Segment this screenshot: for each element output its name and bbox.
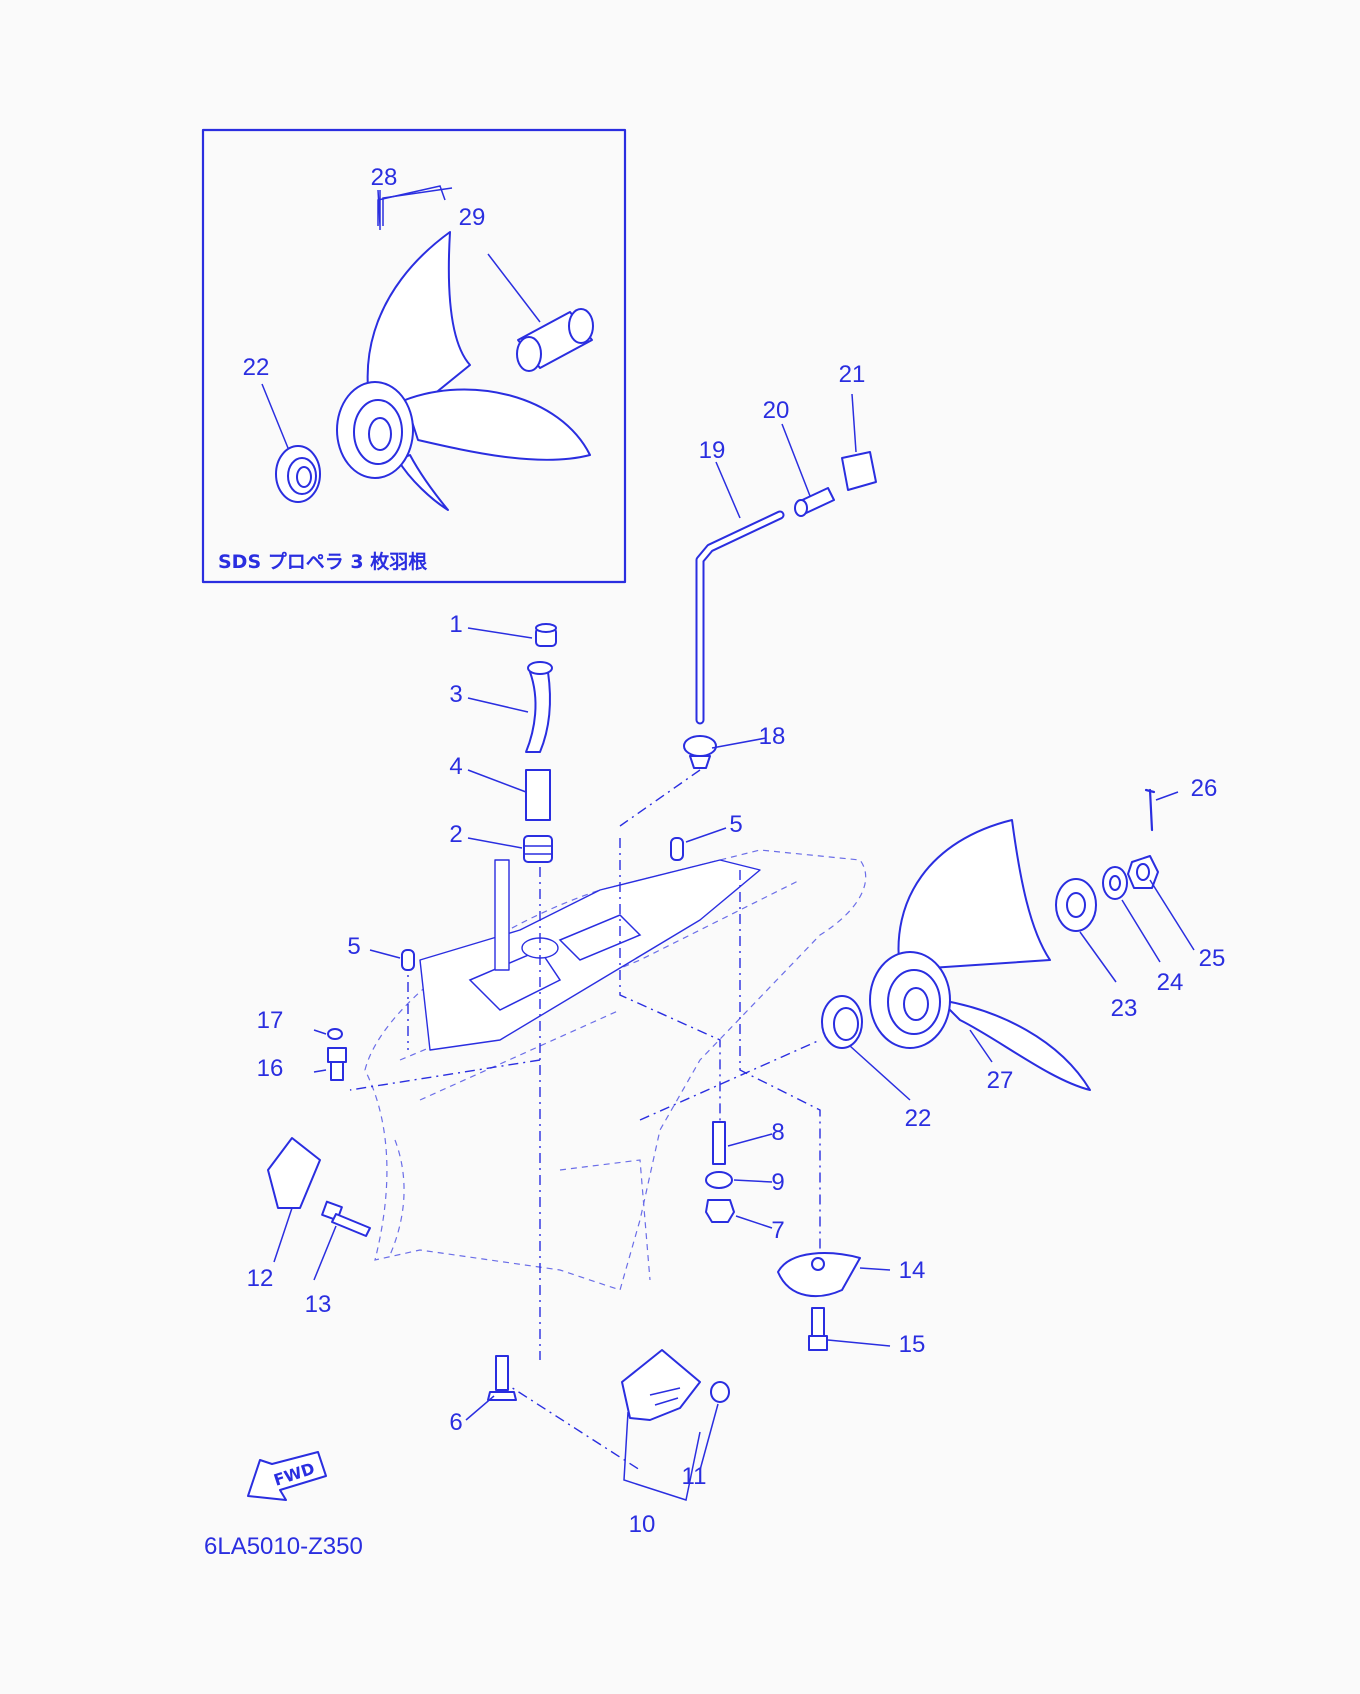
callout-27: 27 <box>987 1067 1014 1094</box>
part-17-o-ring <box>327 1028 343 1040</box>
callout-numbers: 1 3 4 2 5 5 17 16 19 20 21 18 26 25 24 2… <box>247 361 1226 1538</box>
inset-caption: SDS プロペラ 3 枚羽根 <box>218 550 427 573</box>
callout-20: 20 <box>763 397 790 424</box>
inset-sds-propeller: 28 29 22 SDS プロペラ 3 枚羽根 <box>201 128 627 584</box>
callout-7: 7 <box>771 1217 784 1244</box>
inset-frame <box>201 128 627 584</box>
callout-25: 25 <box>1199 945 1226 972</box>
callout-24: 24 <box>1157 969 1184 996</box>
part-26-cotter-pin <box>1144 788 1156 832</box>
part-13-bolt <box>321 1200 371 1237</box>
part-24-washer <box>1102 866 1128 900</box>
inset-propeller <box>336 231 591 511</box>
callout-3: 3 <box>449 681 462 708</box>
part-5-pin-left <box>401 949 415 971</box>
callout-22: 22 <box>905 1105 932 1132</box>
leader-lines <box>273 393 1195 1501</box>
inset-callout-29: 29 <box>459 204 486 231</box>
part-23-thrust-washer <box>1055 878 1097 932</box>
part-21-clip <box>841 451 877 491</box>
callout-23: 23 <box>1111 995 1138 1022</box>
inset-callout-22: 22 <box>243 354 270 381</box>
inset-part-29-sleeve <box>516 308 594 372</box>
part-20-spacer <box>794 487 835 517</box>
callout-12: 12 <box>247 1265 274 1292</box>
assembly-lines <box>349 769 821 1471</box>
part-7-nut <box>705 1199 735 1223</box>
part-3-hose <box>525 661 553 753</box>
part-14-trim-tab <box>777 1252 861 1298</box>
callout-10: 10 <box>629 1511 656 1538</box>
lower-case-housing <box>364 849 867 1291</box>
fwd-arrow: FWD <box>247 1451 327 1501</box>
part-10-anode <box>621 1349 701 1421</box>
callout-15: 15 <box>899 1331 926 1358</box>
part-4-tube <box>525 769 551 821</box>
callout-8: 8 <box>771 1119 784 1146</box>
inset-callout-28: 28 <box>371 164 398 191</box>
callout-2: 2 <box>449 821 462 848</box>
part-2-grommet <box>523 835 553 863</box>
callout-21: 21 <box>839 361 866 388</box>
callout-26: 26 <box>1191 775 1218 802</box>
callout-5-left: 5 <box>347 933 360 960</box>
callout-4: 4 <box>449 753 462 780</box>
part-1-cap <box>535 623 557 647</box>
callout-17: 17 <box>257 1007 284 1034</box>
part-11-nut <box>710 1381 730 1403</box>
part-12-anode <box>267 1137 321 1209</box>
part-6-bolt <box>487 1355 517 1401</box>
callout-13: 13 <box>305 1291 332 1318</box>
callout-18: 18 <box>759 723 786 750</box>
diagram-code: 6LA5010-Z350 <box>204 1533 363 1560</box>
callout-16: 16 <box>257 1055 284 1082</box>
callout-11: 11 <box>682 1463 707 1490</box>
callout-6: 6 <box>449 1409 462 1436</box>
part-18-grommet <box>683 735 717 769</box>
part-5-pin-upper <box>670 837 684 861</box>
callout-19: 19 <box>699 437 726 464</box>
part-16-plug <box>327 1047 347 1081</box>
callout-1: 1 <box>449 611 462 638</box>
part-9-washer <box>705 1171 733 1189</box>
callout-9: 9 <box>771 1169 784 1196</box>
part-27-propeller <box>869 819 1091 1091</box>
part-22-spacer <box>821 995 863 1049</box>
part-15-bolt <box>808 1307 828 1351</box>
callout-14: 14 <box>899 1257 926 1284</box>
callout-5-upper: 5 <box>729 811 742 838</box>
inset-part-22-spacer <box>275 445 321 503</box>
part-25-nut <box>1127 855 1159 889</box>
part-8-stud <box>712 1121 726 1165</box>
